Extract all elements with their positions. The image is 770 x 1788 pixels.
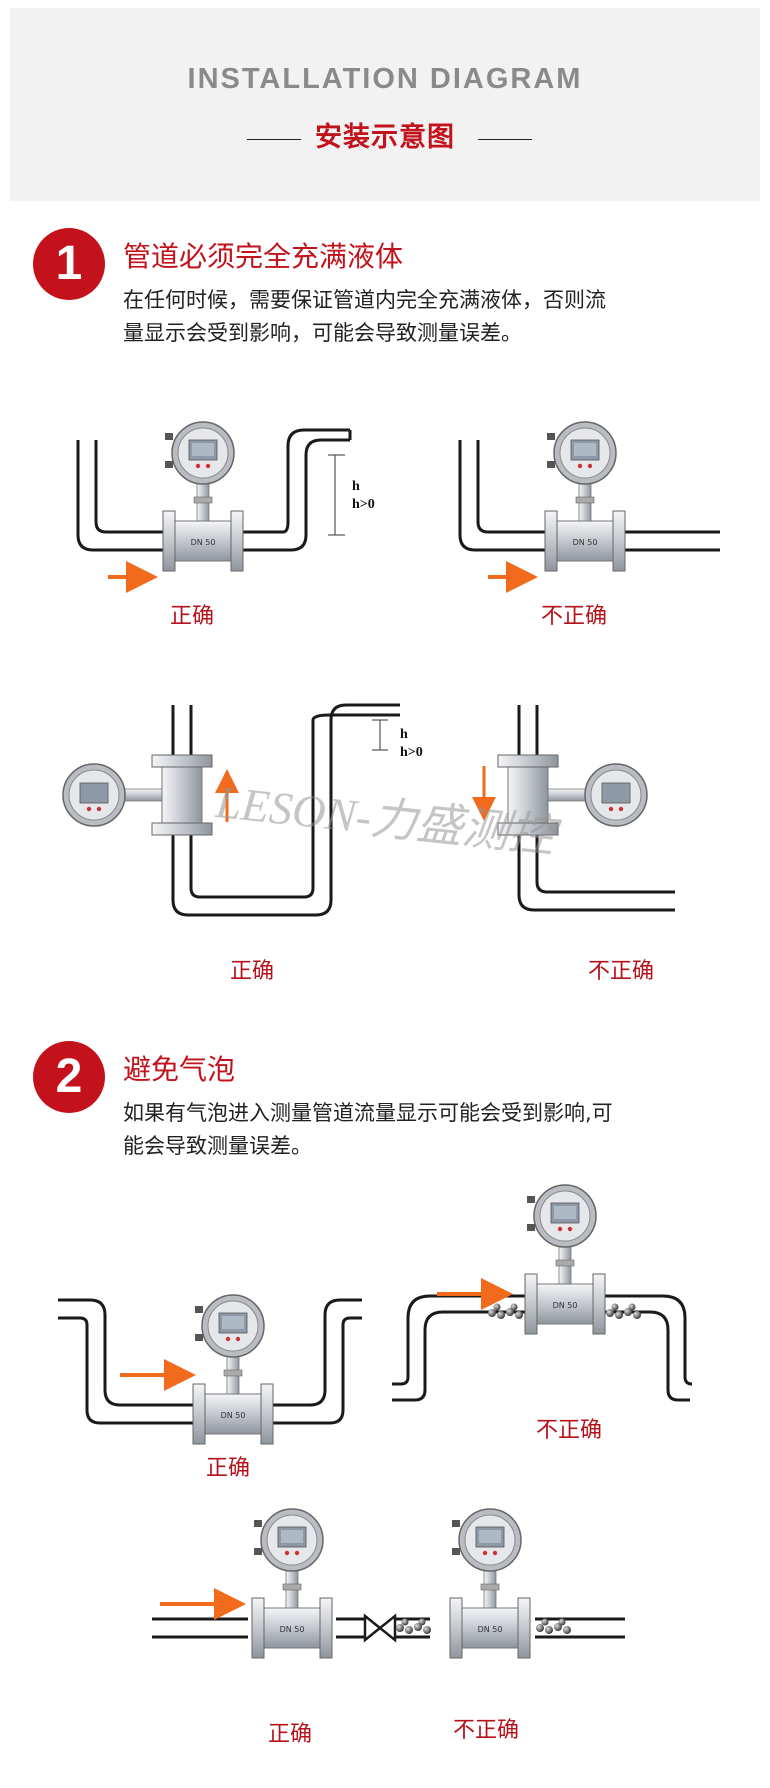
section-1-desc-line-1: 在任何时候，需要保证管道内完全充满液体，否则流 — [123, 288, 606, 312]
diagram-1a-correct — [76, 428, 352, 552]
section-1-desc-line-2: 量显示会受到影响，可能会导致测量误差。 — [123, 321, 522, 345]
label-2b-incorrect: 不正确 — [536, 1418, 603, 1443]
label-1a-correct: 正确 — [170, 604, 215, 629]
diagram-1c-correct — [171, 703, 400, 917]
section-2-desc-line-1: 如果有气泡进入测量管道流量显示可能会受到影响,可 — [123, 1101, 613, 1125]
label-2d-incorrect: 不正确 — [453, 1718, 520, 1743]
section-2-title: 避免气泡 — [123, 1053, 236, 1086]
h-label-1: h — [352, 479, 360, 494]
h-gt-0-label-2: h>0 — [400, 745, 423, 760]
section-1-title: 管道必须完全充满液体 — [123, 240, 404, 273]
h-dimension-2 — [372, 719, 388, 751]
section-2-desc-line-2: 能会导致测量误差。 — [123, 1134, 312, 1158]
section-1-number: 1 — [33, 228, 105, 300]
label-2c-correct: 正确 — [268, 1722, 313, 1747]
header-title-en: INSTALLATION DIAGRAM — [187, 63, 583, 95]
header-left-rule — [247, 139, 301, 140]
header-right-rule — [478, 139, 532, 140]
diagram-1d-incorrect — [517, 705, 675, 912]
h-gt-0-label-1: h>0 — [352, 497, 375, 512]
label-2a-correct: 正确 — [206, 1456, 251, 1481]
valve — [363, 1613, 397, 1643]
section-2-number: 2 — [33, 1041, 105, 1113]
label-1d-incorrect: 不正确 — [588, 959, 655, 984]
header-title-cn: 安装示意图 — [315, 122, 455, 153]
diagram-1b-incorrect — [458, 440, 720, 552]
h-dimension-1 — [328, 454, 345, 536]
label-1b-incorrect: 不正确 — [541, 604, 608, 629]
h-label-2: h — [400, 727, 408, 742]
label-1c-correct: 正确 — [230, 959, 275, 984]
header-banner: INSTALLATION DIAGRAM 安装示意图 — [10, 8, 760, 201]
